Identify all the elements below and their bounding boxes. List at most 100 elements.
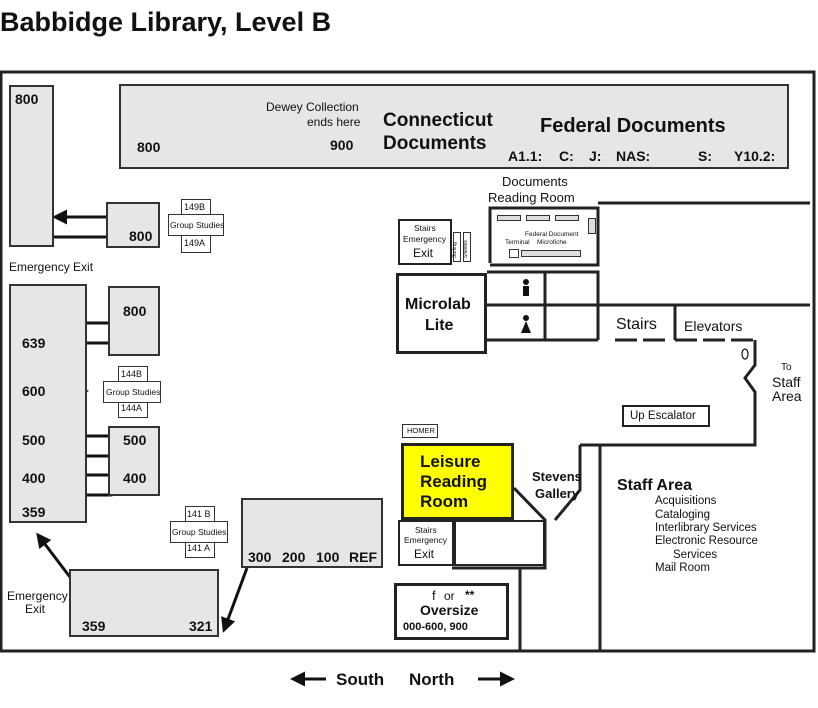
oversize-range: 000-600, 900 (403, 621, 468, 633)
emergency-exit-bottom-1: Emergency (7, 589, 68, 603)
homer-label: HOMER (407, 426, 435, 435)
stevens-1: Stevens (532, 469, 582, 484)
group-studies-3-bottom: 141 A (187, 543, 211, 553)
leisure-reading-room (401, 443, 514, 520)
upper-small-stack-800: 800 (129, 228, 153, 244)
group-studies-1-top: 149B (184, 202, 206, 212)
sorting-shelves (453, 232, 461, 262)
docs-fed-2: Microfiche (537, 239, 567, 246)
oversize-title: Oversize (420, 602, 479, 618)
ref-stack (241, 498, 383, 568)
docs-reading-1: Documents (502, 174, 568, 189)
federal-documents-label: Federal Documents (540, 115, 726, 137)
up-escalator-label: Up Escalator (630, 410, 696, 422)
stevens-lower-box (454, 520, 545, 566)
group-studies-3-h (170, 521, 228, 543)
sorting-label: Sorting (452, 242, 458, 258)
homer-box (402, 424, 438, 438)
docs-table-2 (526, 215, 550, 221)
docs-table-1 (497, 215, 521, 221)
middle-small-stack (108, 286, 160, 356)
stairs-top-2: Emergency (403, 234, 446, 244)
sudoc-c: C: (559, 148, 574, 164)
docs-reading-2: Reading Room (488, 190, 575, 205)
docs-table-3 (555, 215, 579, 221)
ref-stack-300: 300 (248, 549, 272, 565)
ref-stack-ref: REF (349, 549, 377, 565)
top-stack-900: 900 (330, 137, 354, 153)
microlab-2: Lite (425, 317, 454, 334)
bottom-stack (69, 569, 219, 637)
long-stack-639: 639 (22, 335, 46, 351)
compass-south: South (336, 670, 385, 689)
long-stack-400: 400 (22, 470, 46, 486)
outer-wall (0, 70, 816, 653)
sudoc-a: A1.1: (508, 148, 543, 164)
sudoc-nas: NAS: (616, 148, 651, 164)
stairs-bottom (398, 520, 454, 566)
long-stack (9, 284, 87, 523)
stairs-bottom-3: Exit (414, 547, 435, 561)
phone-icon (741, 348, 749, 360)
to-staff-1: To (781, 362, 792, 373)
oversize-star: ** (465, 588, 475, 602)
microlab-room (396, 273, 487, 354)
interior-walls (452, 201, 810, 651)
long-stack-600: 600 (22, 383, 46, 399)
top-stack-800: 800 (137, 139, 161, 155)
stairs-top-1: Stairs (414, 223, 436, 233)
ref-stack-100: 100 (316, 549, 340, 565)
group-studies-2-h (103, 381, 161, 403)
left-top-stack-800: 800 (15, 91, 39, 107)
sudoc-y: Y10.2: (734, 148, 776, 164)
staff-interlibrary: Interlibrary Services (655, 522, 757, 534)
leisure-3: Room (420, 492, 469, 511)
long-stack-500: 500 (22, 432, 46, 448)
group-studies-1-label: Group Studies (170, 220, 225, 230)
page-title: Babbidge Library, Level B (0, 7, 332, 37)
top-stack (119, 84, 789, 169)
docs-terminal: Terminal (505, 239, 530, 246)
compass-north: North (409, 670, 455, 689)
stack-500: 500 (123, 432, 147, 448)
stevens-2: Gallery (535, 486, 580, 501)
oversize-f: f (432, 588, 436, 603)
shelves-label: Shelves (463, 240, 469, 258)
restroom-icons (521, 279, 531, 333)
docs-table-4 (588, 218, 596, 234)
left-top-stack (9, 85, 54, 247)
staff-mail-room: Mail Room (655, 562, 710, 574)
oversize-or: or (444, 589, 455, 603)
staff-electronic: Electronic Resource (655, 535, 758, 547)
group-studies-1-h (168, 214, 224, 236)
stack-400: 400 (123, 470, 147, 486)
staff-services: Services (673, 549, 718, 561)
staff-cataloging: Cataloging (655, 509, 710, 521)
ref-stack-200: 200 (282, 549, 306, 565)
staff-area-title: Staff Area (617, 477, 692, 494)
up-escalator (622, 405, 710, 427)
group-studies-1-bottom: 149A (184, 238, 206, 248)
stairs-bottom-1: Stairs (415, 525, 437, 535)
terminal-box (509, 249, 519, 258)
dewey-note-2: ends here (307, 115, 361, 129)
group-studies-3-label: Group Studies (172, 527, 227, 537)
stairs-top (398, 219, 452, 265)
stairs-label: Stairs (616, 316, 657, 333)
sudoc-s: S: (698, 148, 712, 164)
microfiche-box (521, 250, 581, 257)
group-studies-3-top: 141 B (187, 509, 211, 519)
stack-500-400 (108, 426, 160, 496)
long-stack-359: 359 (22, 504, 46, 520)
bottom-stack-359: 359 (82, 618, 106, 634)
connecticut-label: Connecticut (383, 110, 493, 131)
microlab-1: Microlab (405, 296, 471, 313)
documents-label: Documents (383, 133, 487, 154)
to-staff-3: Area (772, 388, 802, 404)
group-studies-2-label: Group Studies (106, 387, 161, 397)
oversize-box (394, 583, 509, 640)
group-studies-2-top: 144B (121, 369, 143, 379)
elevators-label: Elevators (684, 318, 743, 334)
group-studies-2-bottom: 144A (121, 403, 143, 413)
sudoc-j: J: (589, 148, 602, 164)
